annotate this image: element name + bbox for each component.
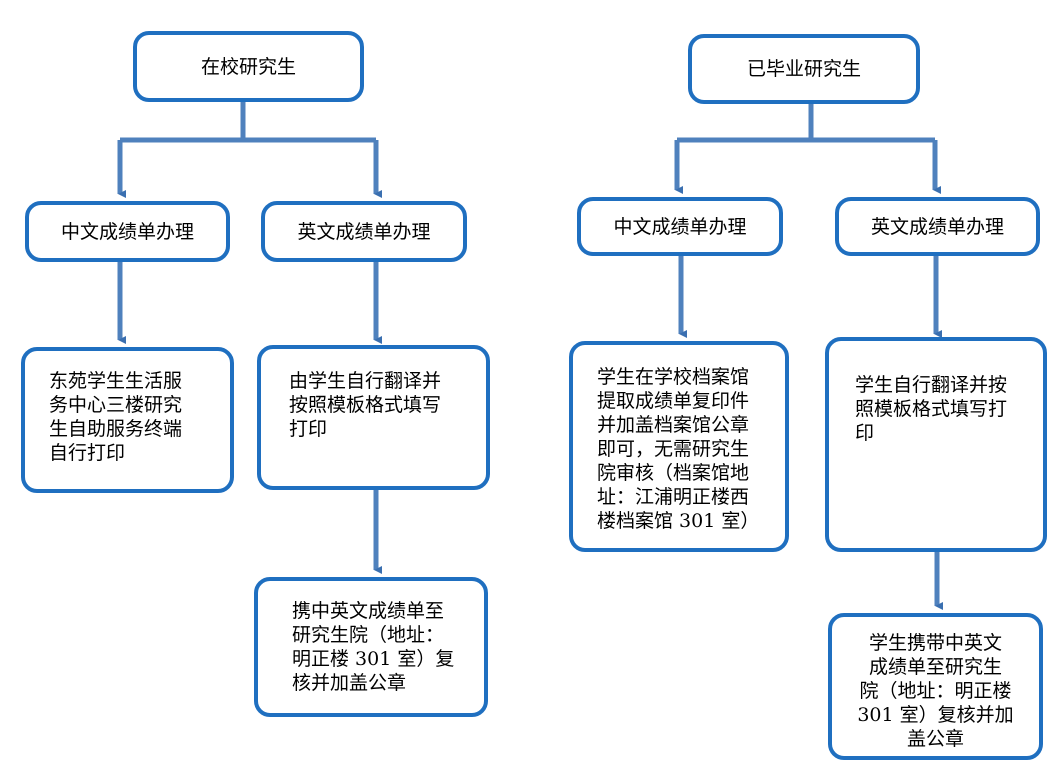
graduated-cn-transcript-box: 中文成绩单办理: [577, 197, 783, 256]
current-student-box: 在校研究生: [133, 31, 364, 102]
graduated-en-transcript-box: 英文成绩单办理: [835, 197, 1040, 256]
current-en-transcript-label: 英文成绩单办理: [297, 220, 431, 243]
current-cn-step-text: 东苑学生生活服 务中心三楼研究 生自助服务终端 自行打印: [49, 370, 183, 464]
graduated-cn-step-box: 学生在学校档案馆 提取成绩单复印件 并加盖档案馆公章 即可，无需研究生 院审核（…: [569, 341, 789, 552]
current-cn-transcript-box: 中文成绩单办理: [25, 201, 230, 262]
graduated-student-title: 已毕业研究生: [746, 58, 861, 80]
graduated-student-box: 已毕业研究生: [688, 34, 920, 104]
current-student-title: 在校研究生: [200, 55, 296, 78]
current-en-step1-box: 由学生自行翻译并 按照模板格式填写 打印: [257, 345, 490, 490]
graduated-en-step1-box: 学生自行翻译并按 照模板格式填写打 印: [825, 337, 1047, 552]
graduated-cn-step-text: 学生在学校档案馆 提取成绩单复印件 并加盖档案馆公章 即可，无需研究生 院审核（…: [597, 366, 760, 532]
graduated-en-step1-text: 学生自行翻译并按 照模板格式填写打 印: [855, 374, 1008, 444]
current-cn-transcript-label: 中文成绩单办理: [60, 220, 194, 243]
current-en-step2-box: 携中英文成绩单至 研究生院（地址： 明正楼 301 室）复 核并加盖公章: [254, 577, 488, 717]
graduated-en-step2-text: 学生携带中英文 成绩单至研究生 院（地址：明正楼 301 室）复核并加 盖公章: [857, 632, 1014, 750]
current-en-step1-text: 由学生自行翻译并 按照模板格式填写 打印: [289, 370, 442, 440]
current-en-transcript-box: 英文成绩单办理: [261, 201, 467, 262]
current-cn-step-box: 东苑学生生活服 务中心三楼研究 生自助服务终端 自行打印: [21, 347, 234, 493]
graduated-cn-transcript-label: 中文成绩单办理: [613, 215, 747, 238]
current-en-step2-text: 携中英文成绩单至 研究生院（地址： 明正楼 301 室）复 核并加盖公章: [292, 600, 455, 694]
graduated-en-step2-box: 学生携带中英文 成绩单至研究生 院（地址：明正楼 301 室）复核并加 盖公章: [828, 613, 1043, 760]
graduated-en-transcript-label: 英文成绩单办理: [870, 215, 1004, 238]
